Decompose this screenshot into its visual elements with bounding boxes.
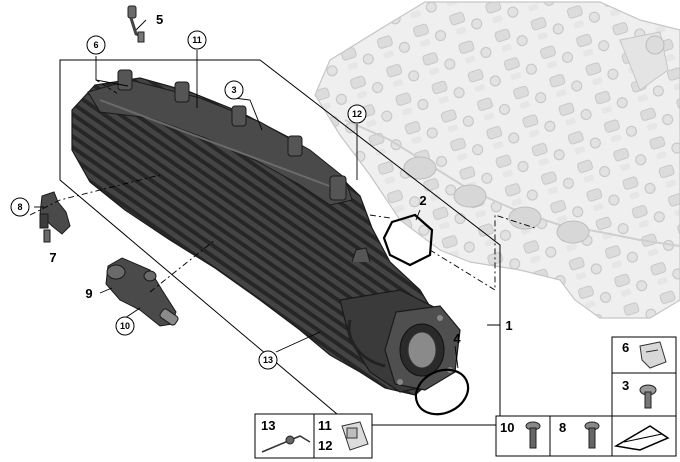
sensor-7: [39, 191, 71, 243]
clip-11-12-icon: [341, 421, 369, 451]
callout-3: 3: [224, 80, 244, 100]
svg-text:4: 4: [453, 331, 461, 346]
svg-text:9: 9: [85, 286, 92, 301]
svg-text:1: 1: [505, 318, 512, 333]
svg-text:6: 6: [622, 340, 629, 355]
callout-4: 4: [453, 331, 461, 346]
svg-text:10: 10: [500, 420, 514, 435]
svg-text:13: 13: [261, 418, 275, 433]
svg-text:12: 12: [318, 438, 332, 453]
arrow-icon: [613, 425, 670, 451]
bolt-3-icon: [639, 384, 657, 409]
legend-box-screws: 10 8: [495, 415, 677, 457]
callout-7: 7: [49, 250, 56, 265]
callout-8: 8: [10, 197, 30, 217]
svg-text:8: 8: [559, 420, 566, 435]
svg-text:11: 11: [192, 35, 202, 45]
callout-2: 2: [419, 193, 426, 208]
svg-text:3: 3: [622, 378, 629, 393]
legend-box-clip-bolt: 6 3: [611, 336, 677, 417]
svg-text:12: 12: [352, 109, 362, 119]
svg-text:5: 5: [156, 12, 163, 27]
callout-9: 9: [85, 286, 92, 301]
callout-6: 6: [86, 35, 106, 55]
svg-text:13: 13: [263, 355, 273, 365]
svg-text:7: 7: [49, 250, 56, 265]
screw-8-icon: [584, 421, 600, 449]
svg-text:6: 6: [93, 40, 98, 50]
callout-13: 13: [258, 350, 278, 370]
leader-lines: [29, 19, 536, 369]
gasket-4: [414, 368, 470, 416]
intake-manifold: [71, 69, 461, 396]
callout-5: 5: [156, 12, 163, 27]
svg-text:8: 8: [17, 202, 22, 212]
callout-1: 1: [505, 318, 512, 333]
legend-box-hoses: 13 11 12: [254, 413, 373, 459]
svg-text:3: 3: [231, 85, 236, 95]
clip-6-icon: [639, 341, 667, 369]
screw-10-icon: [525, 421, 541, 449]
callout-12: 12: [347, 104, 367, 124]
svg-text:2: 2: [419, 193, 426, 208]
callout-11: 11: [187, 30, 207, 50]
cylinder-head: [314, 1, 680, 319]
svg-text:11: 11: [318, 418, 332, 433]
gasket-2: [382, 213, 434, 267]
callout-10: 10: [115, 316, 135, 336]
screw-5: [127, 5, 145, 43]
svg-text:10: 10: [120, 321, 130, 331]
hose-13-icon: [261, 435, 311, 453]
actuator-9: [105, 257, 179, 327]
